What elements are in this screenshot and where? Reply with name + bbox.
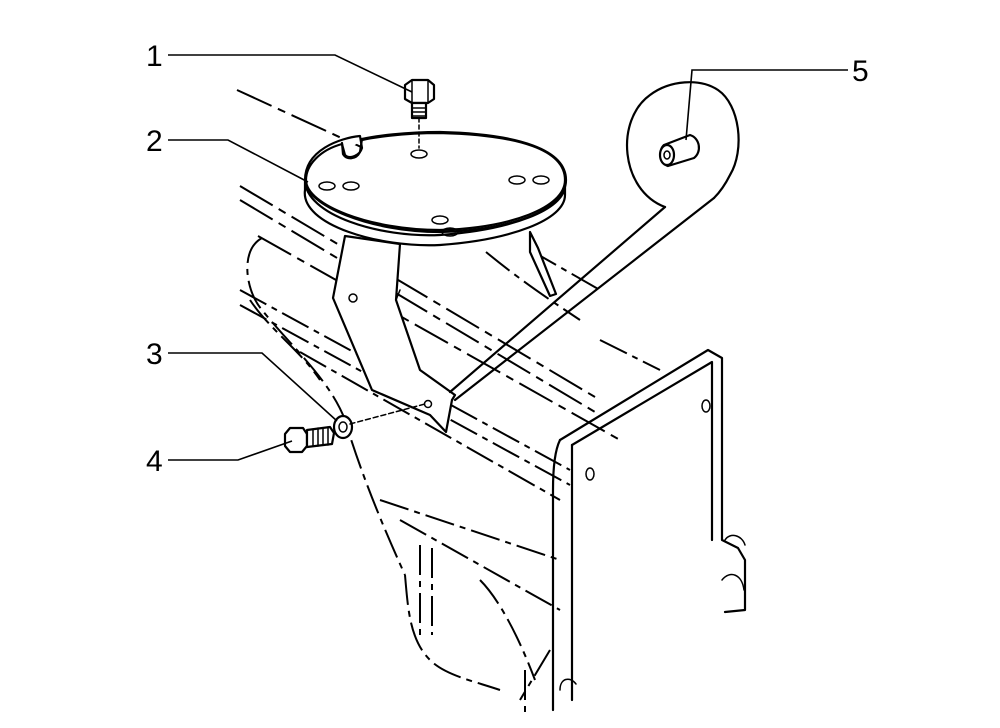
callout-2: 2 bbox=[146, 125, 163, 158]
leader-3 bbox=[168, 352, 338, 422]
callout-5: 5 bbox=[852, 55, 869, 88]
bushing-detail bbox=[448, 81, 740, 402]
bolt-side bbox=[283, 425, 336, 454]
leader-lines bbox=[168, 54, 848, 461]
washer bbox=[332, 403, 426, 440]
callout-labels: 1 2 3 4 5 bbox=[146, 40, 869, 478]
leader-4 bbox=[168, 440, 293, 461]
leader-1 bbox=[168, 54, 413, 93]
mounting-bracket bbox=[303, 130, 568, 434]
leader-5 bbox=[685, 69, 848, 141]
side-plate bbox=[524, 348, 747, 712]
callout-3: 3 bbox=[146, 338, 163, 371]
callout-1: 1 bbox=[146, 40, 163, 73]
leader-2 bbox=[168, 139, 309, 183]
callout-4: 4 bbox=[146, 445, 163, 478]
